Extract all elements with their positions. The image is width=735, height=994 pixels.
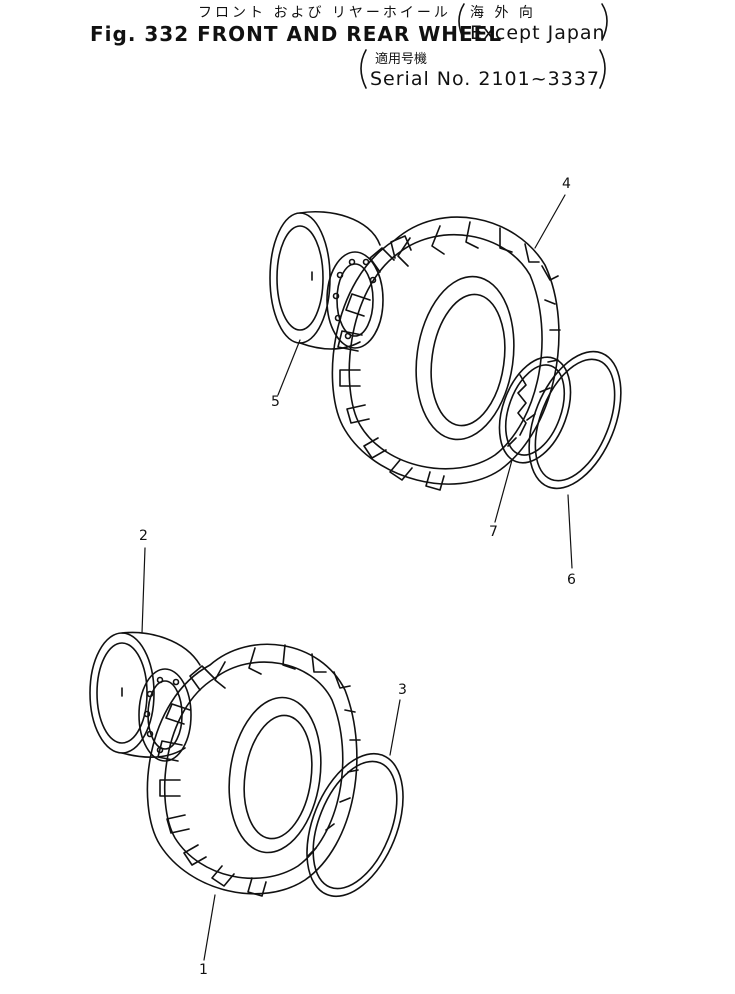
rear-rim [269,210,384,350]
callout-5: 5 [271,394,280,410]
front-tire [146,643,361,897]
serial-number: Serial No. 2101~3337 [370,68,601,90]
serial-japanese: 適用号機 [375,52,428,67]
bracket-left-top [458,3,465,41]
callout-3: 3 [398,682,407,698]
callout-6: 6 [567,572,576,588]
bracket-right-top [601,3,608,41]
callout-1: 1 [199,962,208,978]
japanese-title: フロント および リヤーホイール [198,5,451,21]
leader-lines [141,194,573,961]
front-ring [306,752,404,898]
callout-4: 4 [562,176,571,192]
destination-english: Except Japan [470,22,606,44]
rear-rings [498,350,622,490]
callout-7: 7 [489,524,498,540]
bracket-right-serial [599,49,606,89]
callout-2: 2 [139,528,148,544]
rear-tire [331,216,561,491]
front-rim [89,631,201,762]
destination-japanese: 海 外 向 [470,5,536,21]
figure-title: Fig. 332 FRONT AND REAR WHEEL [90,22,503,46]
bracket-left-serial [360,49,367,89]
